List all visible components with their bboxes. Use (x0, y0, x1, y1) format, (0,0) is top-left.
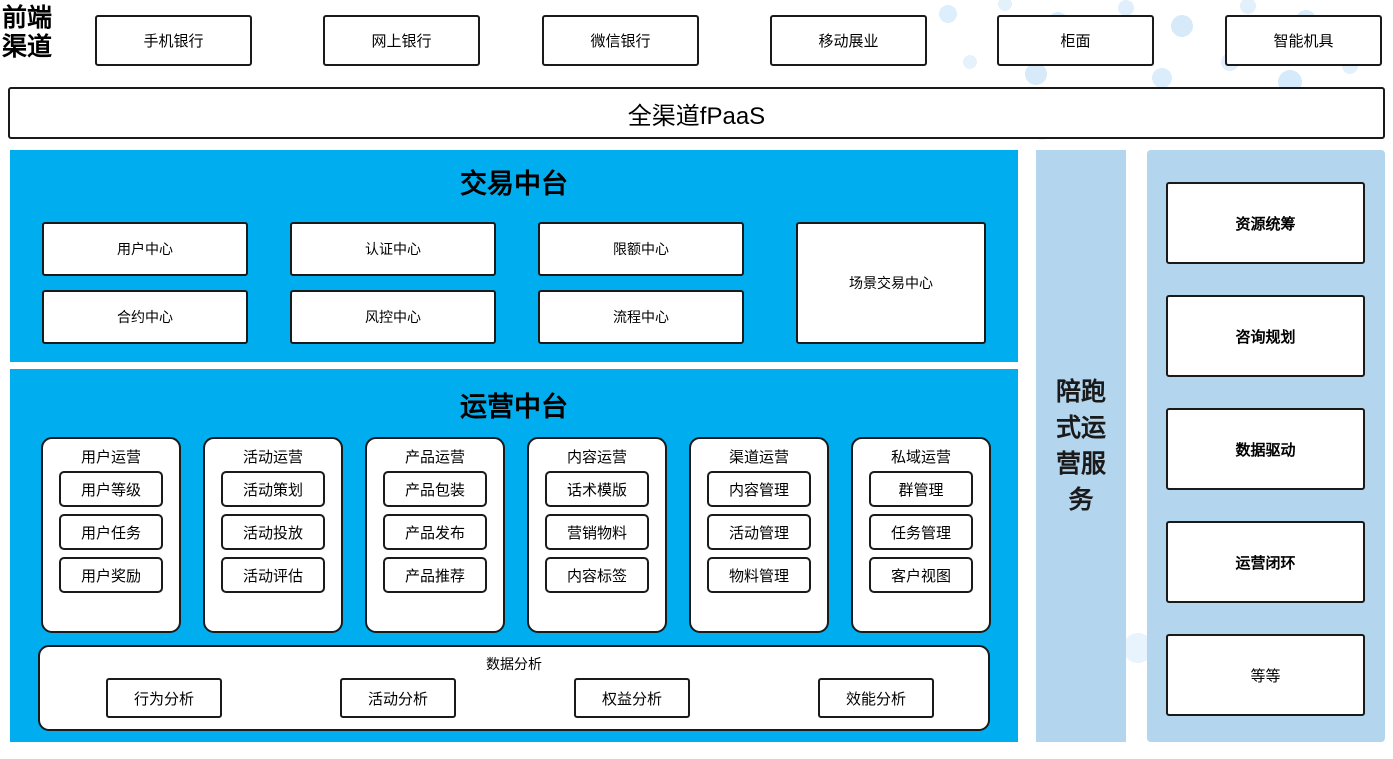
capability-card-closed-loop[interactable]: 运营闭环 (1166, 521, 1365, 603)
operation-item[interactable]: 用户等级 (59, 471, 163, 507)
trade-box-contract-center[interactable]: 合约中心 (42, 290, 248, 344)
operation-item[interactable]: 内容管理 (707, 471, 811, 507)
analysis-item-benefit[interactable]: 权益分析 (574, 678, 690, 718)
operation-item[interactable]: 任务管理 (869, 514, 973, 550)
operation-item[interactable]: 物料管理 (707, 557, 811, 593)
capability-card-resource[interactable]: 资源统筹 (1166, 182, 1365, 264)
capability-card-etc[interactable]: 等等 (1166, 634, 1365, 716)
operation-item[interactable]: 活动投放 (221, 514, 325, 550)
accompanying-operation-service-column: 陪跑式运营服务 (1036, 150, 1126, 742)
trade-box-limit-center[interactable]: 限额中心 (538, 222, 744, 276)
channel-box-counter[interactable]: 柜面 (997, 15, 1154, 66)
fpaas-bar[interactable]: 全渠道fPaaS (8, 87, 1385, 139)
analysis-item-campaign[interactable]: 活动分析 (340, 678, 456, 718)
operation-item[interactable]: 产品发布 (383, 514, 487, 550)
operation-column-private-domain[interactable]: 私域运营 群管理 任务管理 客户视图 (851, 437, 991, 633)
trade-box-scene-trade-center[interactable]: 场景交易中心 (796, 222, 986, 344)
operation-item[interactable]: 话术模版 (545, 471, 649, 507)
trade-platform-block: 交易中台 用户中心 认证中心 限额中心 合约中心 风控中心 流程中心 场景交易中… (10, 150, 1018, 362)
trade-box-process-center[interactable]: 流程中心 (538, 290, 744, 344)
front-channel-label: 前端 渠道 (2, 4, 80, 62)
capability-panel: 资源统筹 咨询规划 数据驱动 运营闭环 等等 (1147, 150, 1385, 742)
operation-column-title: 用户运营 (80, 449, 141, 466)
operation-item[interactable]: 客户视图 (869, 557, 973, 593)
operation-item[interactable]: 用户奖励 (59, 557, 163, 593)
channel-box-mobile-bank[interactable]: 手机银行 (95, 15, 252, 66)
operation-item[interactable]: 产品包装 (383, 471, 487, 507)
operation-item[interactable]: 活动策划 (221, 471, 325, 507)
operation-item[interactable]: 产品推荐 (383, 557, 487, 593)
operation-item[interactable]: 活动管理 (707, 514, 811, 550)
data-analysis-title: 数据分析 (486, 656, 542, 672)
operation-item[interactable]: 活动评估 (221, 557, 325, 593)
operation-column-content[interactable]: 内容运营 话术模版 营销物料 内容标签 (527, 437, 667, 633)
operation-column-title: 产品运营 (404, 449, 465, 466)
channel-box-mobile-field[interactable]: 移动展业 (770, 15, 927, 66)
channel-box-online-bank[interactable]: 网上银行 (323, 15, 480, 66)
channel-box-smart-machine[interactable]: 智能机具 (1225, 15, 1382, 66)
operation-column-title: 私域运营 (890, 449, 951, 466)
operation-column-title: 活动运营 (242, 449, 303, 466)
channel-box-wechat-bank[interactable]: 微信银行 (542, 15, 699, 66)
trade-platform-title: 交易中台 (460, 169, 568, 199)
operation-column-product[interactable]: 产品运营 产品包装 产品发布 产品推荐 (365, 437, 505, 633)
operation-column-title: 渠道运营 (728, 449, 789, 466)
operation-column-title: 内容运营 (566, 449, 627, 466)
analysis-item-efficiency[interactable]: 效能分析 (818, 678, 934, 718)
operation-column-channel[interactable]: 渠道运营 内容管理 活动管理 物料管理 (689, 437, 829, 633)
front-channel-label-line1: 前端 (2, 5, 53, 32)
capability-card-data-driven[interactable]: 数据驱动 (1166, 408, 1365, 490)
operation-item[interactable]: 内容标签 (545, 557, 649, 593)
capability-card-consulting[interactable]: 咨询规划 (1166, 295, 1365, 377)
operation-item[interactable]: 群管理 (869, 471, 973, 507)
trade-box-risk-center[interactable]: 风控中心 (290, 290, 496, 344)
operation-column-user[interactable]: 用户运营 用户等级 用户任务 用户奖励 (41, 437, 181, 633)
service-column-label: 陪跑式运营服务 (1055, 378, 1106, 514)
operation-platform-title: 运营中台 (460, 392, 568, 422)
operation-item[interactable]: 用户任务 (59, 514, 163, 550)
analysis-item-behavior[interactable]: 行为分析 (106, 678, 222, 718)
trade-box-auth-center[interactable]: 认证中心 (290, 222, 496, 276)
data-analysis-panel: 数据分析 行为分析 活动分析 权益分析 效能分析 (38, 645, 990, 731)
operation-item[interactable]: 营销物料 (545, 514, 649, 550)
front-channel-label-line2: 渠道 (2, 34, 53, 61)
trade-box-user-center[interactable]: 用户中心 (42, 222, 248, 276)
operation-column-campaign[interactable]: 活动运营 活动策划 活动投放 活动评估 (203, 437, 343, 633)
